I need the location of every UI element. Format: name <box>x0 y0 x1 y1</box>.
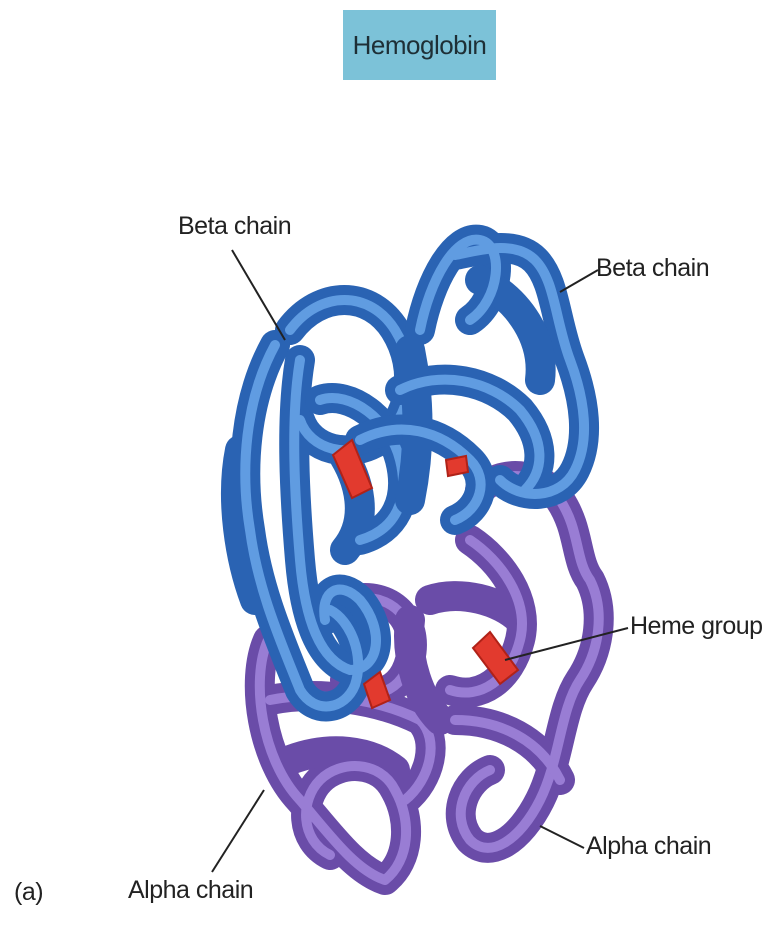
label-beta-chain-left: Beta chain <box>178 212 291 241</box>
panel-label: (a) <box>14 878 43 907</box>
label-heme-group: Heme group <box>630 612 763 641</box>
label-beta-chain-right: Beta chain <box>596 254 709 283</box>
title-box: Hemoglobin <box>343 10 496 80</box>
leader-beta-right <box>560 270 598 292</box>
label-alpha-chain-left: Alpha chain <box>128 876 253 905</box>
leader-alpha-right <box>540 826 584 848</box>
label-alpha-chain-right: Alpha chain <box>586 832 711 861</box>
heme-group-2 <box>446 456 468 476</box>
diagram-title: Hemoglobin <box>353 30 487 61</box>
leader-beta-left <box>232 250 285 340</box>
leader-alpha-left <box>212 790 264 872</box>
